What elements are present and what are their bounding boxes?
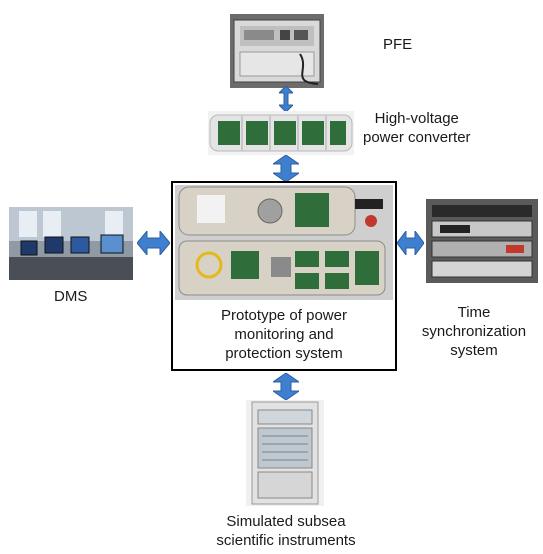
pfe-hv-arrow xyxy=(279,86,293,112)
hv-converter-label: High-voltage power converter xyxy=(363,110,471,146)
instruments-label: Simulated subsea scientific instruments xyxy=(216,513,356,549)
hv-converter-photo xyxy=(208,111,354,155)
center-instr-arrow xyxy=(273,373,299,400)
time-sync-label: Time synchronization system xyxy=(421,304,527,359)
hv-center-arrow xyxy=(273,155,299,182)
instruments-photo xyxy=(246,400,324,506)
time-sync-photo xyxy=(426,199,538,283)
center-system-photo xyxy=(175,185,393,300)
center-system-label: Prototype of power monitoring and protec… xyxy=(221,307,347,362)
dms-label: DMS xyxy=(54,288,88,305)
pfe-photo xyxy=(230,14,324,88)
center-time-arrow xyxy=(397,231,424,255)
dms-center-arrow xyxy=(137,231,170,255)
pfe-label: PFE xyxy=(383,36,413,53)
dms-photo xyxy=(9,207,133,280)
